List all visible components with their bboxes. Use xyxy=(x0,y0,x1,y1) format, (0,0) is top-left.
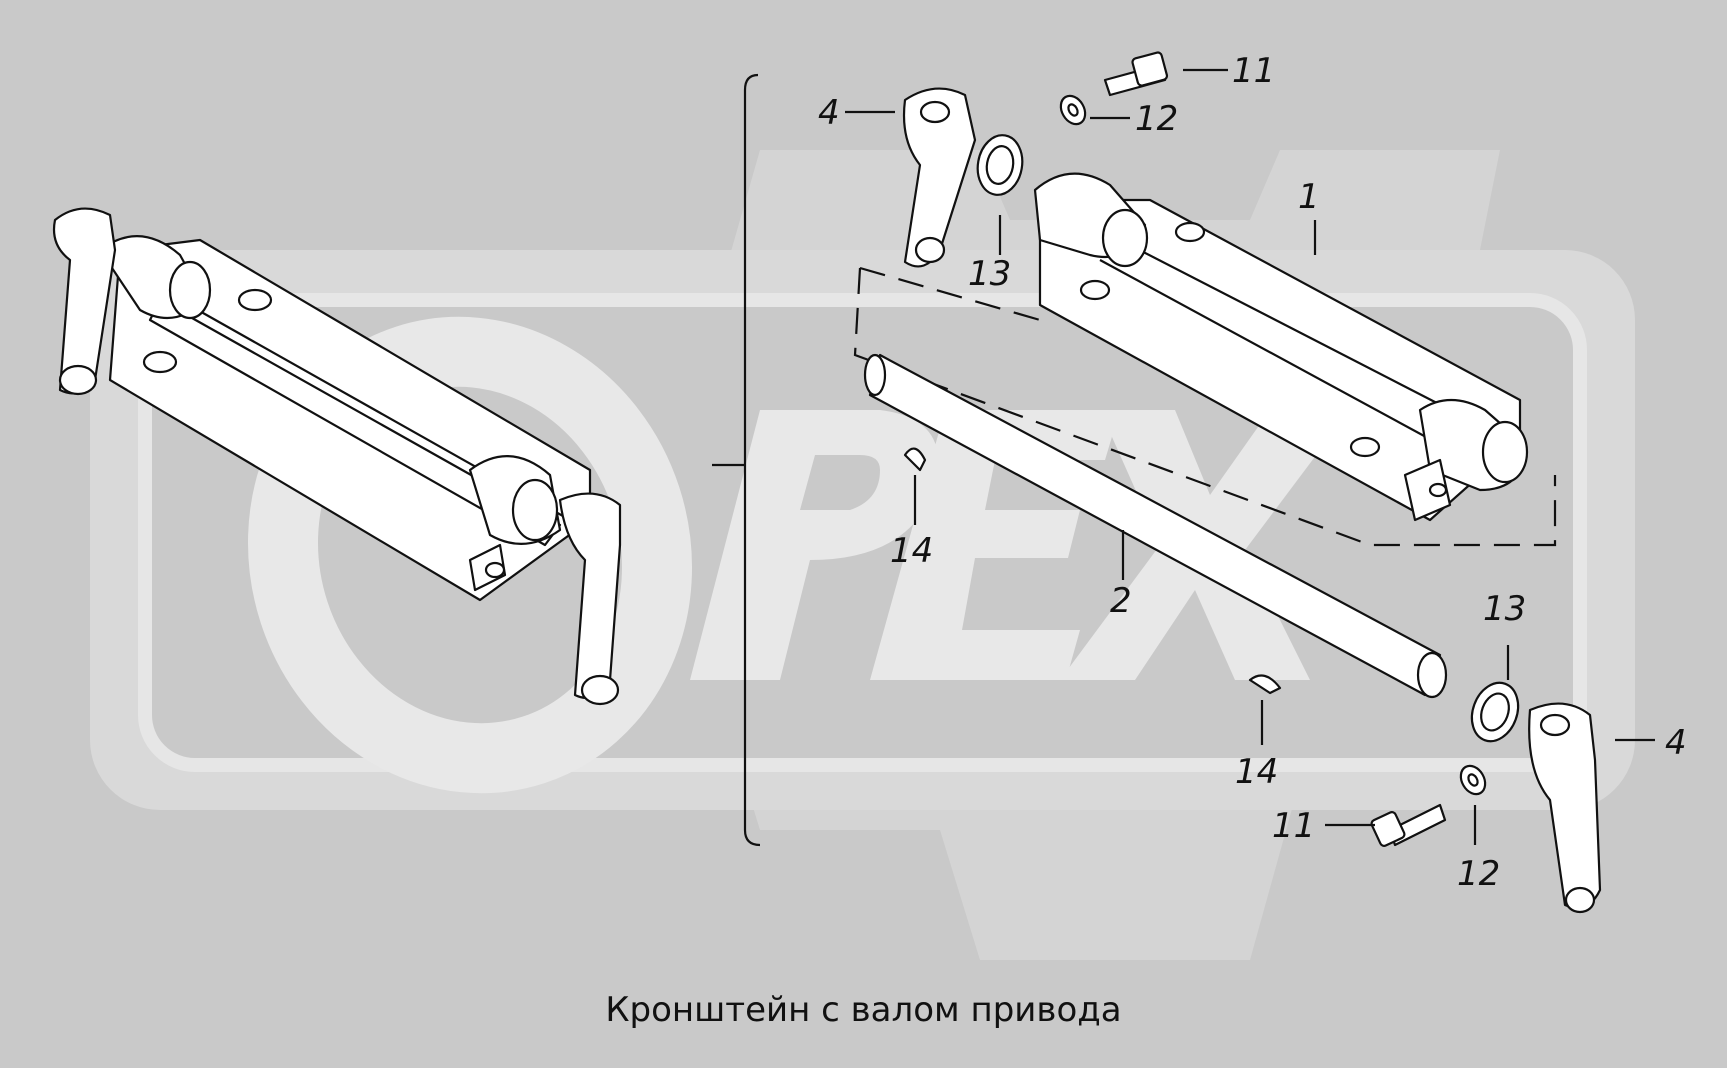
leader-lines xyxy=(845,68,1655,845)
diagram-caption: Кронштейн с валом привода xyxy=(605,990,1122,1030)
callout-12-bottom: 12 xyxy=(1457,854,1500,894)
callout-2: 2 xyxy=(1110,581,1132,621)
callout-14-bottom: 14 xyxy=(1235,752,1278,792)
part-4-lever-top xyxy=(902,87,977,268)
callout-4-bottom: 4 xyxy=(1665,723,1687,763)
part-14-key-bottom xyxy=(1248,674,1282,695)
callout-11-bottom: 11 xyxy=(1272,806,1315,846)
callout-labels: 4 11 12 13 1 14 2 13 4 14 11 12 xyxy=(818,51,1687,894)
callout-13-top: 13 xyxy=(968,254,1011,294)
assembled-bracket xyxy=(52,207,622,706)
part-1-dashed-outline xyxy=(853,266,1557,547)
callout-13-bottom: 13 xyxy=(1483,589,1526,629)
exploded-parts xyxy=(853,51,1602,914)
callout-1: 1 xyxy=(1298,177,1320,217)
part-14-key-left xyxy=(903,447,927,472)
callout-4-top: 4 xyxy=(818,93,840,133)
group-brace xyxy=(743,73,761,847)
watermark-letter-e xyxy=(870,410,1120,680)
watermark-letter-o xyxy=(247,316,693,794)
callout-14-left: 14 xyxy=(890,531,933,571)
callout-12-top: 12 xyxy=(1135,99,1178,139)
watermark-letter-p xyxy=(690,410,939,680)
callout-11-top: 11 xyxy=(1232,51,1275,91)
